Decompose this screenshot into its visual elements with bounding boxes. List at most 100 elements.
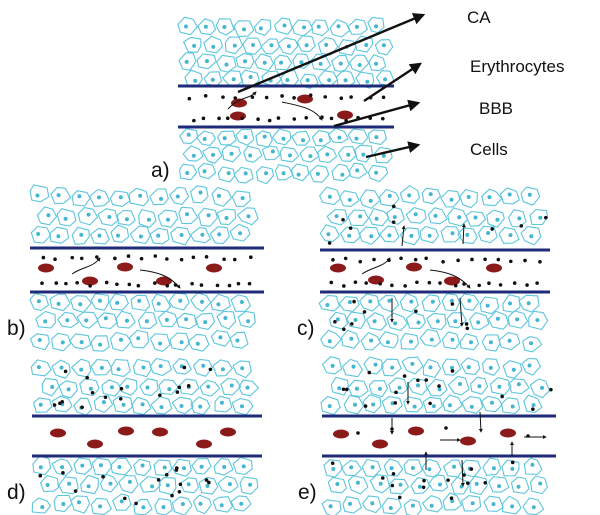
contrast-agent-particle [393,401,398,405]
contrast-agent-particle [415,280,419,285]
cell-nucleus [540,385,544,390]
cell-nucleus [285,78,290,82]
cell [209,226,230,245]
cell [254,53,274,72]
cell-nucleus [373,362,378,367]
contrast-agent-particle [403,284,407,288]
contrast-agent-particle [70,255,75,260]
cell-nucleus [238,231,243,236]
cell-nucleus [107,215,112,219]
cell [359,189,381,209]
contrast-agent-particle [535,281,539,285]
contrast-agent-particle [449,496,454,501]
cell-nucleus [88,386,93,391]
contrast-agent-particle [153,281,157,285]
contrast-agent-particle [510,460,515,465]
cell-nucleus [182,466,186,471]
cell-nucleus [222,465,227,469]
cell [487,310,509,330]
cell [213,457,234,476]
cell [399,185,421,204]
cell [317,36,339,56]
contrast-agent-particle [441,259,445,264]
contrast-agent-particle [342,327,346,332]
cell [158,379,179,396]
cell [133,458,152,477]
cell-nucleus [124,217,129,222]
cell-nucleus [357,63,362,67]
cell-nucleus [195,341,200,346]
contrast-agent-particle [414,309,418,314]
cell-nucleus [438,482,442,487]
panel-label-a: a) [151,159,170,182]
legend-label-erythrocytes: Erythrocytes [470,57,565,76]
cell [479,296,500,315]
cell-nucleus [86,212,91,217]
cell [224,36,244,55]
cell-nucleus [240,404,244,409]
cell-nucleus [410,503,415,508]
contrast-agent-particle [170,493,174,498]
contrast-agent-particle [466,481,470,485]
cell-nucleus [328,504,333,509]
contrast-agent-particle [372,257,376,262]
cell [374,146,393,164]
cell [507,378,530,395]
cell-nucleus [184,317,189,322]
cell-nucleus [231,77,236,82]
cell-nucleus [304,43,309,48]
cell [90,335,110,352]
cell-nucleus [511,367,516,372]
cell [378,331,399,349]
cell-nucleus [365,79,370,84]
panel-label-e: e) [298,481,317,504]
cell-nucleus [340,172,345,177]
cell [89,188,111,207]
contrast-agent-particle [381,95,386,100]
cell [177,16,198,36]
cell [426,378,448,397]
cell-nucleus [162,465,167,470]
cell-nucleus [159,196,163,201]
cell [331,163,352,182]
contrast-agent-particle [469,467,474,471]
contrast-agent-particle [363,404,368,408]
cell [175,312,197,330]
cell-nucleus [453,319,458,324]
cell-nucleus [127,479,132,484]
cell [260,38,281,55]
cell [347,128,369,145]
cell [69,333,92,350]
cell-nucleus [305,78,310,83]
cell [197,162,217,180]
cell-nucleus [409,233,414,238]
cell [377,294,400,313]
cell [422,396,443,413]
cell-nucleus [38,465,43,470]
contrast-agent-particle [227,283,232,288]
cell [50,186,72,205]
cell-nucleus [222,25,227,29]
cell-nucleus [398,482,403,487]
cell-nucleus [150,484,154,489]
cell-nucleus [458,382,462,386]
cell [30,359,52,377]
cell [330,376,349,396]
cell [498,226,520,244]
cell [149,188,169,206]
cell-nucleus [427,233,432,238]
cell [274,164,294,181]
cell [179,128,199,144]
cell-nucleus [381,43,386,48]
cell-nucleus [428,365,433,370]
contrast-agent-particle [427,280,432,285]
cell-nucleus [138,193,143,198]
cell-nucleus [119,337,123,342]
contrast-agent-particle [276,116,281,120]
contrast-agent-particle [190,281,194,286]
contrast-agent-particle [153,254,158,258]
contrast-agent-particle [113,256,117,261]
cell-nucleus [354,24,359,29]
cell-nucleus [136,336,141,341]
contrast-agent-particle [378,282,382,286]
